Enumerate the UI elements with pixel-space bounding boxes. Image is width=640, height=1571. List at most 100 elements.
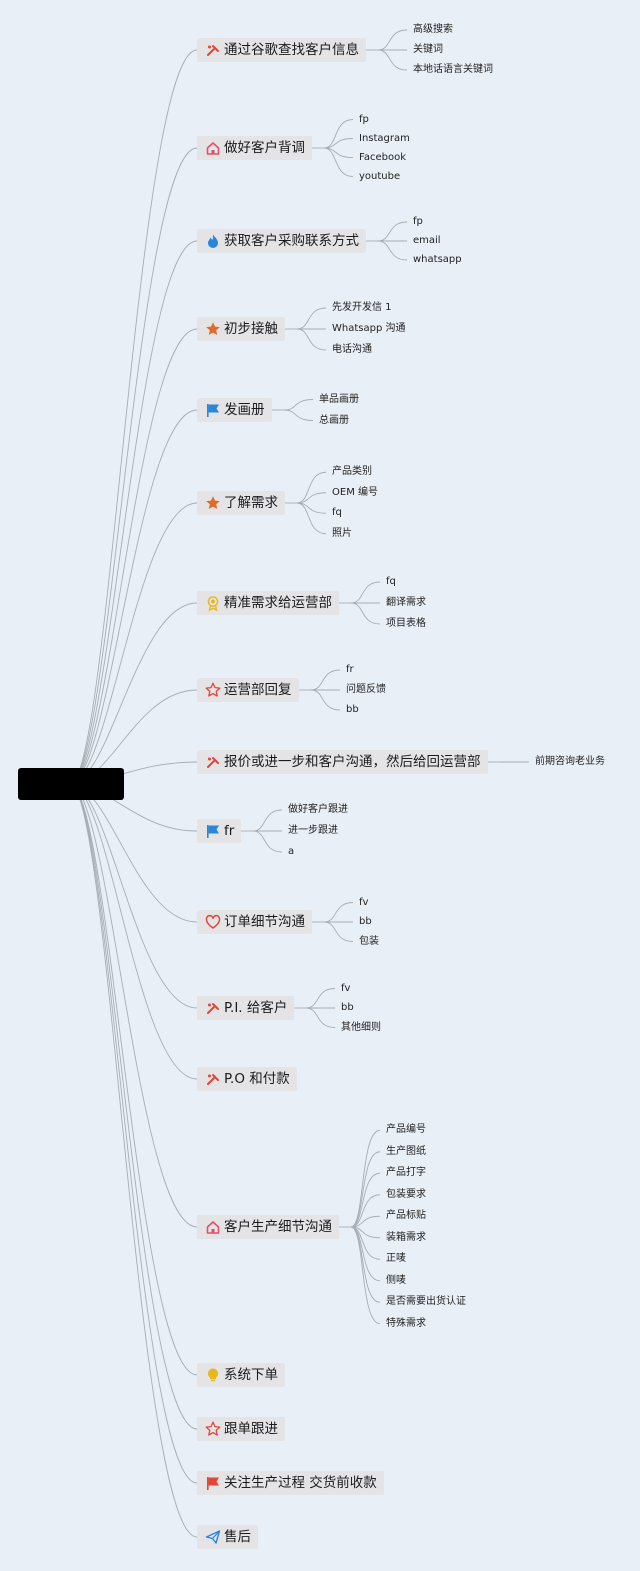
branch-node[interactable]: 精准需求给运营部 — [197, 591, 339, 615]
branch-node[interactable]: fr — [197, 819, 242, 843]
leaf-link — [377, 49, 408, 71]
root-link — [69, 783, 198, 1376]
leaf-node[interactable]: 照片 — [332, 527, 352, 539]
leaf-link — [296, 307, 327, 330]
leaf-node[interactable]: 项目表格 — [386, 618, 426, 629]
tools-icon — [205, 754, 221, 770]
leaf-node[interactable]: Instagram — [359, 132, 410, 144]
leaf-node[interactable]: 产品打字 — [386, 1167, 426, 1179]
leaf-node[interactable]: 总画册 — [319, 414, 349, 426]
leaf-link — [350, 1194, 381, 1228]
star-icon — [205, 495, 221, 511]
leaf-link — [296, 492, 327, 504]
leaf-node[interactable]: youtube — [359, 170, 401, 182]
leaf-node[interactable]: 高级搜索 — [413, 24, 453, 35]
branch-node[interactable]: 了解需求 — [197, 491, 285, 515]
tools-icon — [205, 42, 221, 58]
leaf-node[interactable]: 电话沟通 — [332, 344, 372, 355]
leaf-node[interactable]: Whatsapp 沟通 — [332, 323, 406, 334]
root-link — [69, 502, 198, 785]
branch-node[interactable]: 关注生产过程 交货前收款 — [197, 1471, 384, 1495]
leaf-node[interactable]: 侧唛 — [386, 1274, 406, 1286]
leaf-node[interactable]: whatsapp — [413, 254, 462, 265]
mindmap-root[interactable] — [18, 768, 124, 800]
branch-node[interactable]: 客户生产细节沟通 — [197, 1215, 339, 1239]
leaf-node[interactable]: fp — [359, 113, 369, 125]
award-icon — [205, 595, 221, 611]
branch-label: 发画册 — [224, 402, 265, 418]
branch-label: P.O 和付款 — [224, 1071, 290, 1087]
leaf-node[interactable]: 翻译需求 — [386, 597, 426, 608]
leaf-node[interactable]: bb — [341, 1002, 354, 1013]
leaf-link — [305, 988, 336, 1009]
leaf-node[interactable]: 正唛 — [386, 1253, 406, 1265]
branch-node[interactable]: 售后 — [197, 1525, 258, 1549]
leaf-node[interactable]: 做好客户跟进 — [288, 804, 348, 815]
leaf-node[interactable]: 进一步跟进 — [288, 825, 338, 836]
branch-node[interactable]: 运营部回复 — [197, 678, 299, 702]
leaf-link — [323, 147, 354, 177]
leaf-node[interactable]: 产品编号 — [386, 1124, 426, 1136]
leaf-node[interactable]: fr — [346, 664, 354, 675]
leaf-node[interactable]: 包装要求 — [386, 1188, 426, 1200]
branch-node[interactable]: 报价或进一步和客户沟通，然后给回运营部 — [197, 750, 488, 774]
leaf-link — [350, 1226, 381, 1282]
root-link — [69, 783, 198, 1080]
root-link — [69, 783, 198, 1430]
leaf-link — [377, 29, 408, 51]
leaf-node[interactable]: 先发开发信 1 — [332, 302, 392, 313]
leaf-node[interactable]: fq — [386, 576, 396, 587]
branch-node[interactable]: P.I. 给客户 — [197, 996, 295, 1020]
branch-label: 系统下单 — [224, 1367, 278, 1383]
flame-icon — [205, 233, 221, 249]
branch-label: 做好客户背调 — [224, 140, 305, 156]
leaf-node[interactable]: 产品类别 — [332, 466, 372, 478]
branch-label: fr — [224, 823, 235, 839]
leaf-node[interactable]: bb — [346, 704, 359, 715]
branch-label: 跟单跟进 — [224, 1421, 278, 1437]
branch-node[interactable]: 做好客户背调 — [197, 136, 312, 160]
branch-node[interactable]: 跟单跟进 — [197, 1417, 285, 1441]
leaf-node[interactable]: Facebook — [359, 151, 406, 163]
leaf-node[interactable]: email — [413, 235, 441, 246]
root-link — [69, 783, 198, 1484]
root-link — [69, 328, 198, 785]
leaf-link — [350, 1226, 381, 1325]
branch-label: P.I. 给客户 — [224, 1000, 288, 1016]
leaf-link — [350, 1172, 381, 1228]
leaf-node[interactable]: 生产图纸 — [386, 1145, 426, 1157]
leaf-link — [310, 669, 341, 691]
branch-node[interactable]: 通过谷歌查找客户信息 — [197, 38, 366, 62]
leaf-link — [296, 502, 327, 514]
leaf-node[interactable]: 单品画册 — [319, 393, 359, 405]
leaf-link — [323, 138, 354, 149]
leaf-node[interactable]: 前期咨询老业务 — [535, 756, 605, 767]
leaf-node[interactable]: bb — [359, 916, 372, 927]
leaf-node[interactable]: fq — [332, 507, 342, 519]
leaf-node[interactable]: 包装 — [359, 935, 379, 947]
leaf-node[interactable]: fv — [341, 982, 351, 994]
house-icon — [205, 1219, 221, 1235]
leaf-node[interactable]: 特殊需求 — [386, 1317, 426, 1329]
leaf-node[interactable]: OEM 编号 — [332, 486, 378, 498]
star-outline-icon — [205, 682, 221, 698]
leaf-node[interactable]: 是否需要出货认证 — [386, 1296, 466, 1308]
leaf-node[interactable]: 其他细则 — [341, 1021, 381, 1033]
branch-label: 运营部回复 — [224, 682, 292, 698]
branch-node[interactable]: 初步接触 — [197, 317, 285, 341]
leaf-node[interactable]: 产品标贴 — [386, 1210, 426, 1222]
leaf-node[interactable]: fp — [413, 216, 423, 227]
leaf-node[interactable]: 装箱需求 — [386, 1231, 426, 1243]
star-icon — [205, 321, 221, 337]
leaf-node[interactable]: a — [288, 846, 295, 857]
leaf-node[interactable]: fv — [359, 896, 369, 908]
leaf-node[interactable]: 问题反馈 — [346, 684, 386, 695]
branch-node[interactable]: 获取客户采购联系方式 — [197, 229, 366, 253]
branch-node[interactable]: 系统下单 — [197, 1363, 285, 1387]
leaf-link — [323, 902, 354, 923]
branch-node[interactable]: P.O 和付款 — [197, 1067, 297, 1091]
leaf-node[interactable]: 关键词 — [413, 44, 443, 55]
branch-node[interactable]: 订单细节沟通 — [197, 910, 312, 934]
branch-node[interactable]: 发画册 — [197, 398, 272, 422]
leaf-node[interactable]: 本地话语言关键词 — [413, 64, 493, 75]
